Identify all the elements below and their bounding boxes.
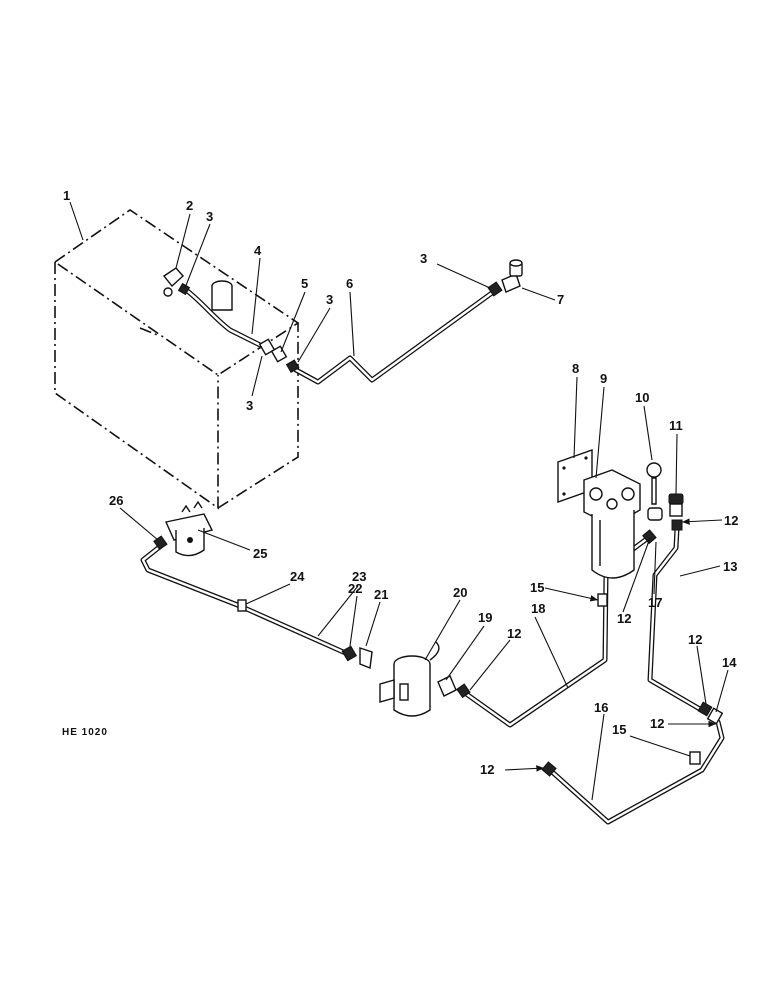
callout-2: 2 xyxy=(186,198,193,213)
fuel-filter xyxy=(583,469,641,579)
fuel-lines xyxy=(140,287,725,825)
callout-3b: 3 xyxy=(326,292,333,307)
callout-1: 1 xyxy=(63,188,70,203)
callout-12f: 12 xyxy=(480,762,494,777)
sediment-filter xyxy=(379,641,440,717)
callout-5: 5 xyxy=(301,276,308,291)
callout-8: 8 xyxy=(572,361,579,376)
callout-19: 19 xyxy=(478,610,492,625)
callout-12b: 12 xyxy=(617,611,631,626)
callout-12d: 12 xyxy=(688,632,702,647)
callout-6: 6 xyxy=(346,276,353,291)
callout-labels: 1 2 3 4 5 3 6 3 7 3 8 9 10 11 12 13 12 1… xyxy=(63,188,738,777)
callout-12a: 12 xyxy=(724,513,738,528)
callout-24: 24 xyxy=(290,569,305,584)
callout-12e: 12 xyxy=(650,716,664,731)
callout-26: 26 xyxy=(109,493,123,508)
filter-outlet-fitting xyxy=(668,493,684,517)
callout-20: 20 xyxy=(453,585,467,600)
callout-21: 21 xyxy=(374,587,388,602)
callout-14: 14 xyxy=(722,655,737,670)
callout-25: 25 xyxy=(253,546,267,561)
filter-bleed-screw xyxy=(646,462,663,521)
callout-11: 11 xyxy=(669,418,683,433)
callout-4: 4 xyxy=(254,243,262,258)
callout-22: 22 xyxy=(348,581,362,596)
callout-18: 18 xyxy=(531,601,545,616)
callout-15a: 15 xyxy=(530,580,544,595)
fittings xyxy=(153,259,724,777)
callout-3c: 3 xyxy=(420,251,427,266)
callout-12c: 12 xyxy=(507,626,521,641)
callout-23: 23 xyxy=(352,569,366,584)
callout-10: 10 xyxy=(635,390,649,405)
callout-3: 3 xyxy=(206,209,213,224)
callout-3d: 3 xyxy=(246,398,253,413)
tank-elbow-fitting xyxy=(162,267,184,297)
drawing-code: HE 1020 xyxy=(62,727,108,738)
leader-lines xyxy=(69,201,729,801)
fuel-filter-assembly xyxy=(557,449,684,579)
callout-7: 7 xyxy=(557,292,564,307)
outlet-elbow xyxy=(487,259,523,297)
callout-17: 17 xyxy=(648,595,662,610)
callout-13: 13 xyxy=(723,559,737,574)
fuel-pump xyxy=(165,500,214,557)
callout-15b: 15 xyxy=(612,722,626,737)
callout-9: 9 xyxy=(600,371,607,386)
callout-16: 16 xyxy=(594,700,608,715)
